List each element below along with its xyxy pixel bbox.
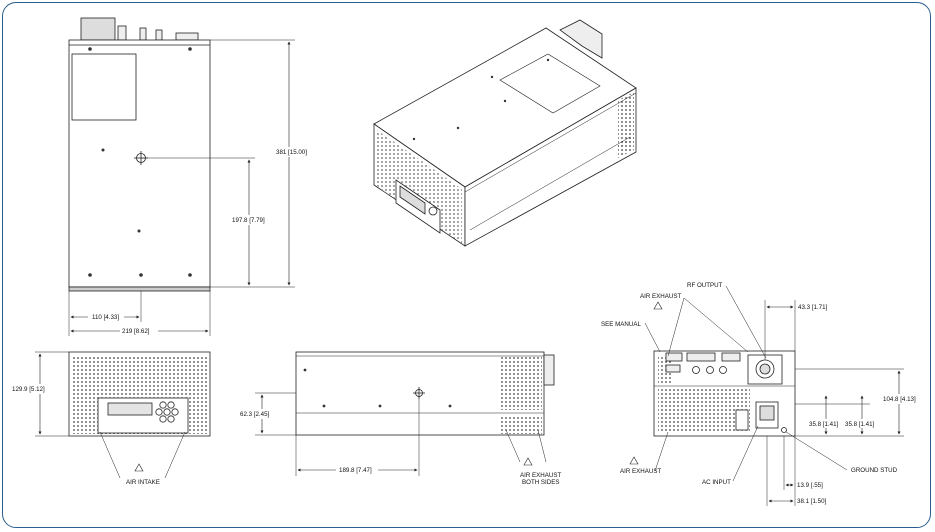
top-label-panel — [71, 53, 137, 121]
top-view — [68, 17, 295, 336]
side-view — [255, 351, 555, 476]
side-exhaust-label: AIR EXHAUST — [520, 472, 561, 479]
top-height-dimension: 381 [15.00] — [276, 149, 307, 156]
side-exhaust-sides-label: BOTH SIDES — [522, 479, 559, 486]
dim-38-1: 38.1 [1.50] — [797, 498, 827, 505]
air-exhaust-left-label: AIR EXHAUST — [620, 468, 661, 475]
left-35-dimension: 35.8 [1.41] — [809, 421, 839, 428]
top-view-outline — [68, 39, 211, 288]
top-half-width-dimension: 110 [4.33] — [92, 314, 119, 321]
front-view — [35, 351, 211, 479]
rf-x-dimension: 43.3 [1.71] — [798, 304, 828, 311]
dim-13-9: 13.9 [.55] — [797, 482, 823, 489]
isometric-view — [373, 19, 637, 247]
air-exhaust-top-label: AIR EXHAUST — [640, 293, 681, 300]
warning-icon — [629, 456, 639, 465]
rf-output-label: RF OUTPUT — [687, 282, 723, 289]
rf-y-dimension: 104.8 [4.13] — [883, 396, 916, 403]
warning-icon — [134, 463, 144, 472]
ac-input-label: AC INPUT — [702, 479, 731, 486]
top-width-dimension: 219 [8.62] — [122, 328, 150, 335]
rear-view — [629, 285, 904, 506]
air-intake-label: AIR INTAKE — [126, 479, 160, 486]
side-length-dimension: 189.8 [7.47] — [339, 467, 372, 474]
warning-icon — [523, 457, 533, 466]
rf-connector-block — [80, 17, 116, 41]
see-manual-label: SEE MANUAL — [601, 321, 641, 328]
side-height-dimension: 62.3 [2.45] — [240, 411, 270, 418]
ground-stud-label: GROUND STUD — [851, 467, 898, 474]
front-height-dimension: 129.9 [5.12] — [12, 386, 45, 393]
right-35-dimension: 35.8 [1.41] — [845, 421, 875, 428]
warning-icon — [653, 301, 663, 310]
top-center-dimension: 197.8 [7.79] — [232, 217, 265, 224]
